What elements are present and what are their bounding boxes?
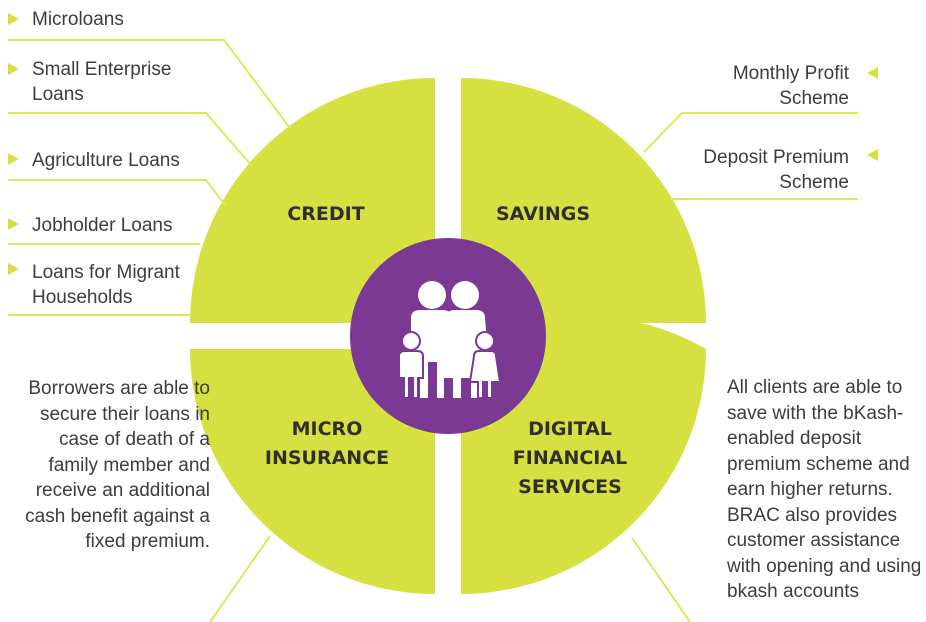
credit-label: CREDIT <box>287 203 364 225</box>
digital-label-line2: FINANCIAL <box>513 447 627 469</box>
credit-segment <box>190 78 435 323</box>
family-icon <box>398 281 502 399</box>
bullet-arrow-icon <box>8 13 19 25</box>
micro-insurance-label-line2: INSURANCE <box>265 447 389 469</box>
savings-item-deposit-premium: Deposit Premium Scheme <box>703 147 849 193</box>
micro-insurance-segment <box>190 349 435 594</box>
bullet-arrow-icon <box>8 153 19 165</box>
credit-item-small-enterprise-loans: Small Enterprise Loans <box>32 59 172 105</box>
bullet-arrow-icon <box>867 67 878 79</box>
bullet-arrow-icon <box>8 63 19 75</box>
digital-label-line3: SERVICES <box>518 476 622 498</box>
micro-insurance-description: Borrowers are able to secure their loans… <box>25 378 210 552</box>
credit-item-agriculture-loans: Agriculture Loans <box>32 150 180 171</box>
savings-segment <box>461 78 706 323</box>
credit-item-jobholder-loans: Jobholder Loans <box>32 215 173 236</box>
savings-item-monthly-profit: Monthly Profit Scheme <box>732 63 849 109</box>
digital-services-description: All clients are able to save with the bK… <box>727 377 922 602</box>
bullet-arrow-icon <box>8 218 19 230</box>
credit-item-migrant-households: Loans for Migrant Households <box>32 262 180 308</box>
bullet-arrow-icon <box>867 149 878 161</box>
connector-lines <box>8 39 858 622</box>
bullet-arrow-icon <box>8 263 19 275</box>
digital-label-line1: DIGITAL <box>528 418 612 440</box>
credit-item-microloans: Microloans <box>32 9 124 30</box>
savings-label: SAVINGS <box>496 203 590 225</box>
micro-insurance-label-line1: MICRO <box>292 418 363 440</box>
